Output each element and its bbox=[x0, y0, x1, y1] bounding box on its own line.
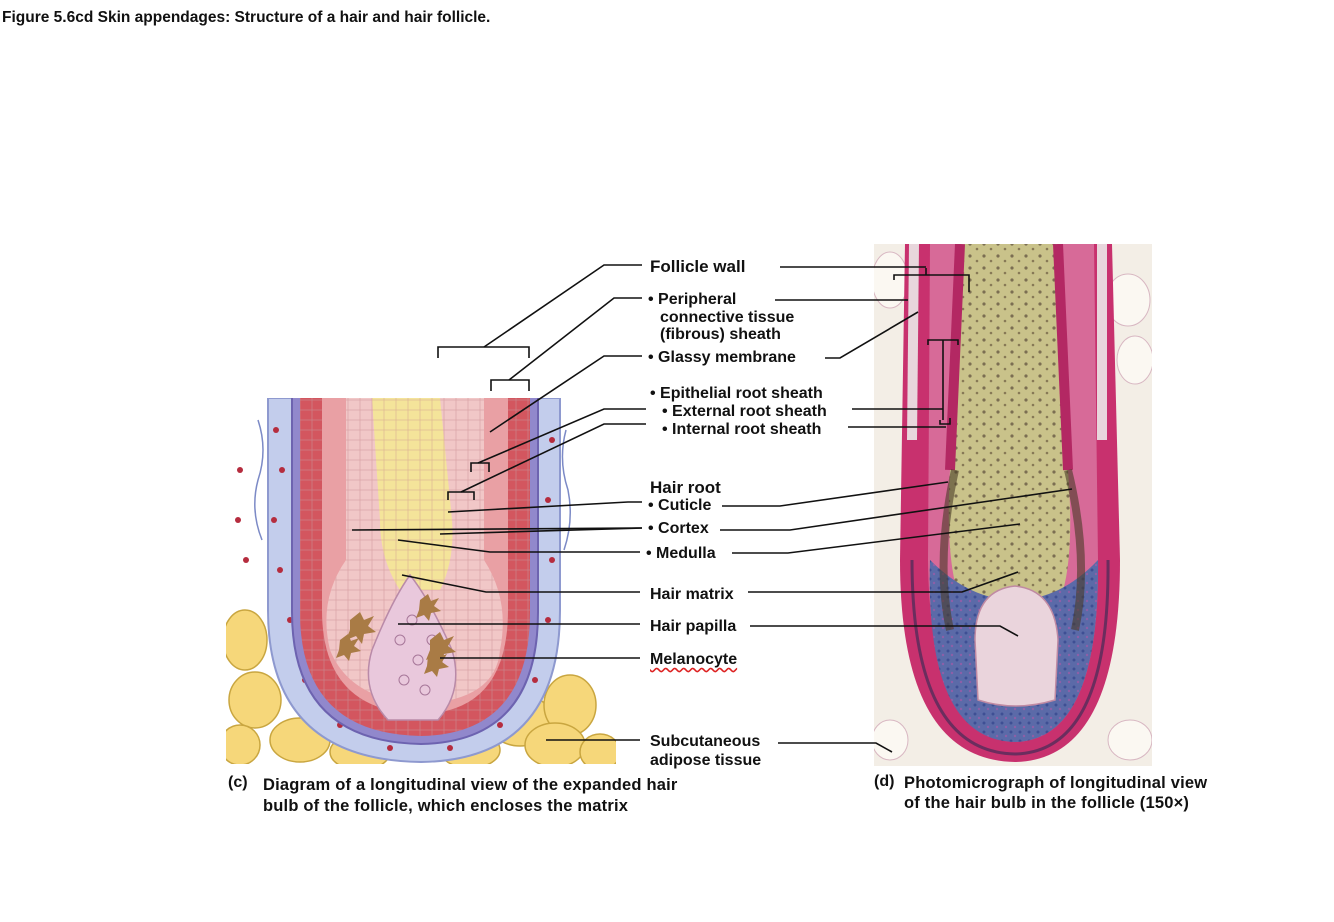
label-glassy-membrane: • Glassy membrane bbox=[648, 349, 796, 367]
label-subcutaneous: Subcutaneous bbox=[650, 733, 760, 751]
label-melanocyte: Melanocyte bbox=[650, 651, 737, 669]
hair-follicle-diagram bbox=[220, 398, 620, 770]
label-hair-matrix: Hair matrix bbox=[650, 586, 734, 604]
photomicrograph bbox=[872, 244, 1153, 766]
label-external-root-sheath: • External root sheath bbox=[662, 403, 827, 421]
label-hair-papilla: Hair papilla bbox=[650, 618, 736, 636]
caption-c-line2: bulb of the follicle, which encloses the… bbox=[263, 796, 628, 817]
label-cuticle: • Cuticle bbox=[648, 497, 711, 515]
label-hair-root: Hair root bbox=[650, 479, 721, 497]
label-peripheral-3: (fibrous) sheath bbox=[660, 326, 781, 344]
label-medulla: • Medulla bbox=[646, 545, 716, 563]
caption-c-tag: (c) bbox=[228, 774, 248, 792]
label-internal-root-sheath: • Internal root sheath bbox=[662, 421, 821, 439]
label-adipose-tissue: adipose tissue bbox=[650, 752, 761, 770]
caption-d-tag: (d) bbox=[874, 773, 894, 791]
label-peripheral-2: connective tissue bbox=[660, 309, 794, 327]
caption-d-line1: Photomicrograph of longitudinal view bbox=[904, 773, 1207, 794]
label-peripheral: • Peripheral bbox=[648, 291, 736, 309]
label-epithelial-root-sheath: • Epithelial root sheath bbox=[650, 385, 823, 403]
label-follicle-wall: Follicle wall bbox=[650, 258, 745, 276]
caption-d-line2: of the hair bulb in the follicle (150×) bbox=[904, 793, 1189, 814]
label-cortex: • Cortex bbox=[648, 520, 709, 538]
caption-c-line1: Diagram of a longitudinal view of the ex… bbox=[263, 775, 678, 796]
